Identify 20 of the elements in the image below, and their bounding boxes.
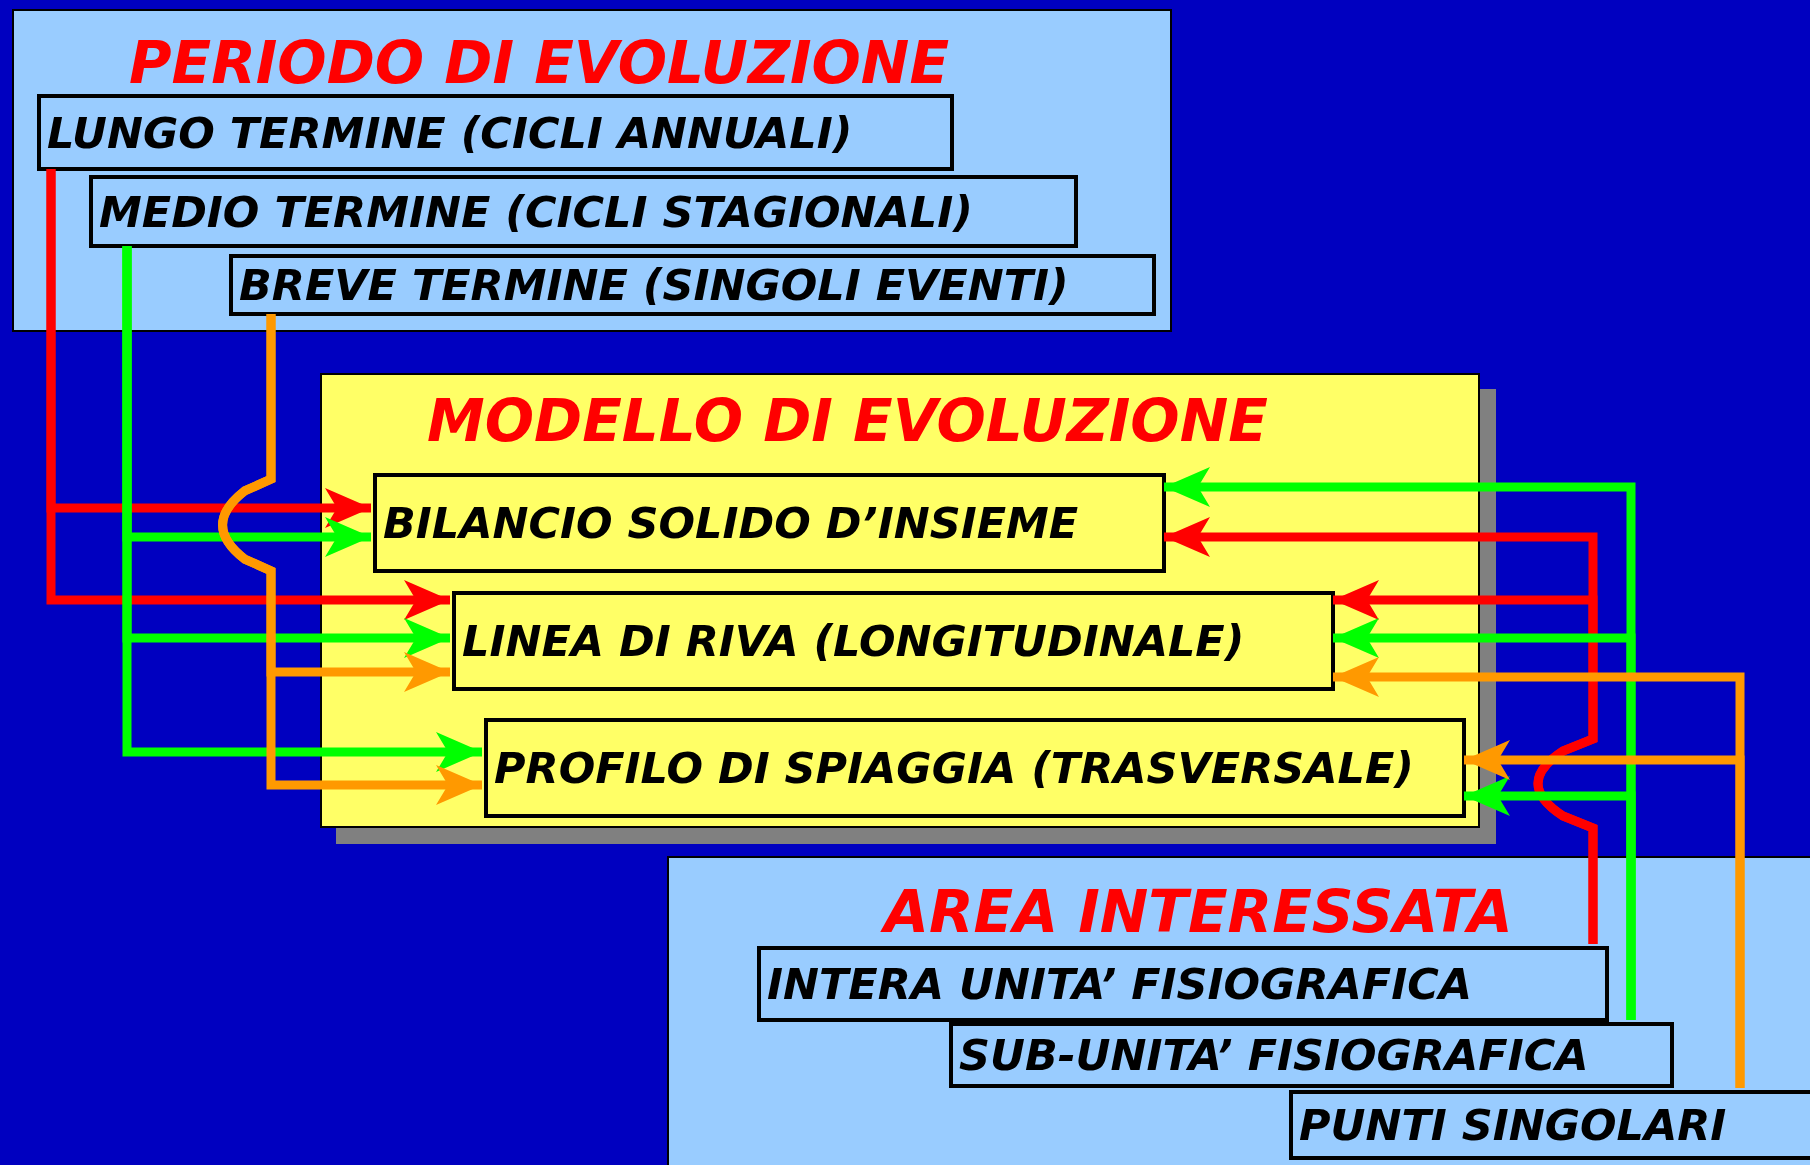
label-box: MEDIO TERMINE (CICLI STAGIONALI) (89, 175, 1078, 248)
arrow (1333, 580, 1598, 944)
label-box: LINEA DI RIVA (LONGITUDINALE) (452, 591, 1335, 691)
arrow (1464, 776, 1636, 1020)
label-box: LUNGO TERMINE (CICLI ANNUALI) (37, 94, 954, 171)
label-box: BILANCIO SOLIDO D’INSIEME (373, 473, 1166, 573)
panel-heading: MODELLO DI EVOLUZIONE (427, 387, 1268, 455)
arrow (1464, 740, 1745, 1088)
panel-heading: PERIODO DI EVOLUZIONE (129, 29, 949, 97)
arrow (122, 246, 482, 772)
label-box: PUNTI SINGOLARI (1289, 1090, 1810, 1160)
label-box: INTERA UNITA’ FISIOGRAFICA (757, 946, 1609, 1022)
group-panel (667, 856, 1810, 1165)
arrow (218, 314, 482, 805)
label-box: PROFILO DI SPIAGGIA (TRASVERSALE) (484, 718, 1466, 818)
label-box: SUB-UNITA’ FISIOGRAFICA (949, 1022, 1674, 1088)
group-panel (12, 9, 1172, 332)
arrow (46, 169, 450, 620)
label-box: BREVE TERMINE (SINGOLI EVENTI) (229, 254, 1156, 316)
group-panel (320, 373, 1480, 828)
